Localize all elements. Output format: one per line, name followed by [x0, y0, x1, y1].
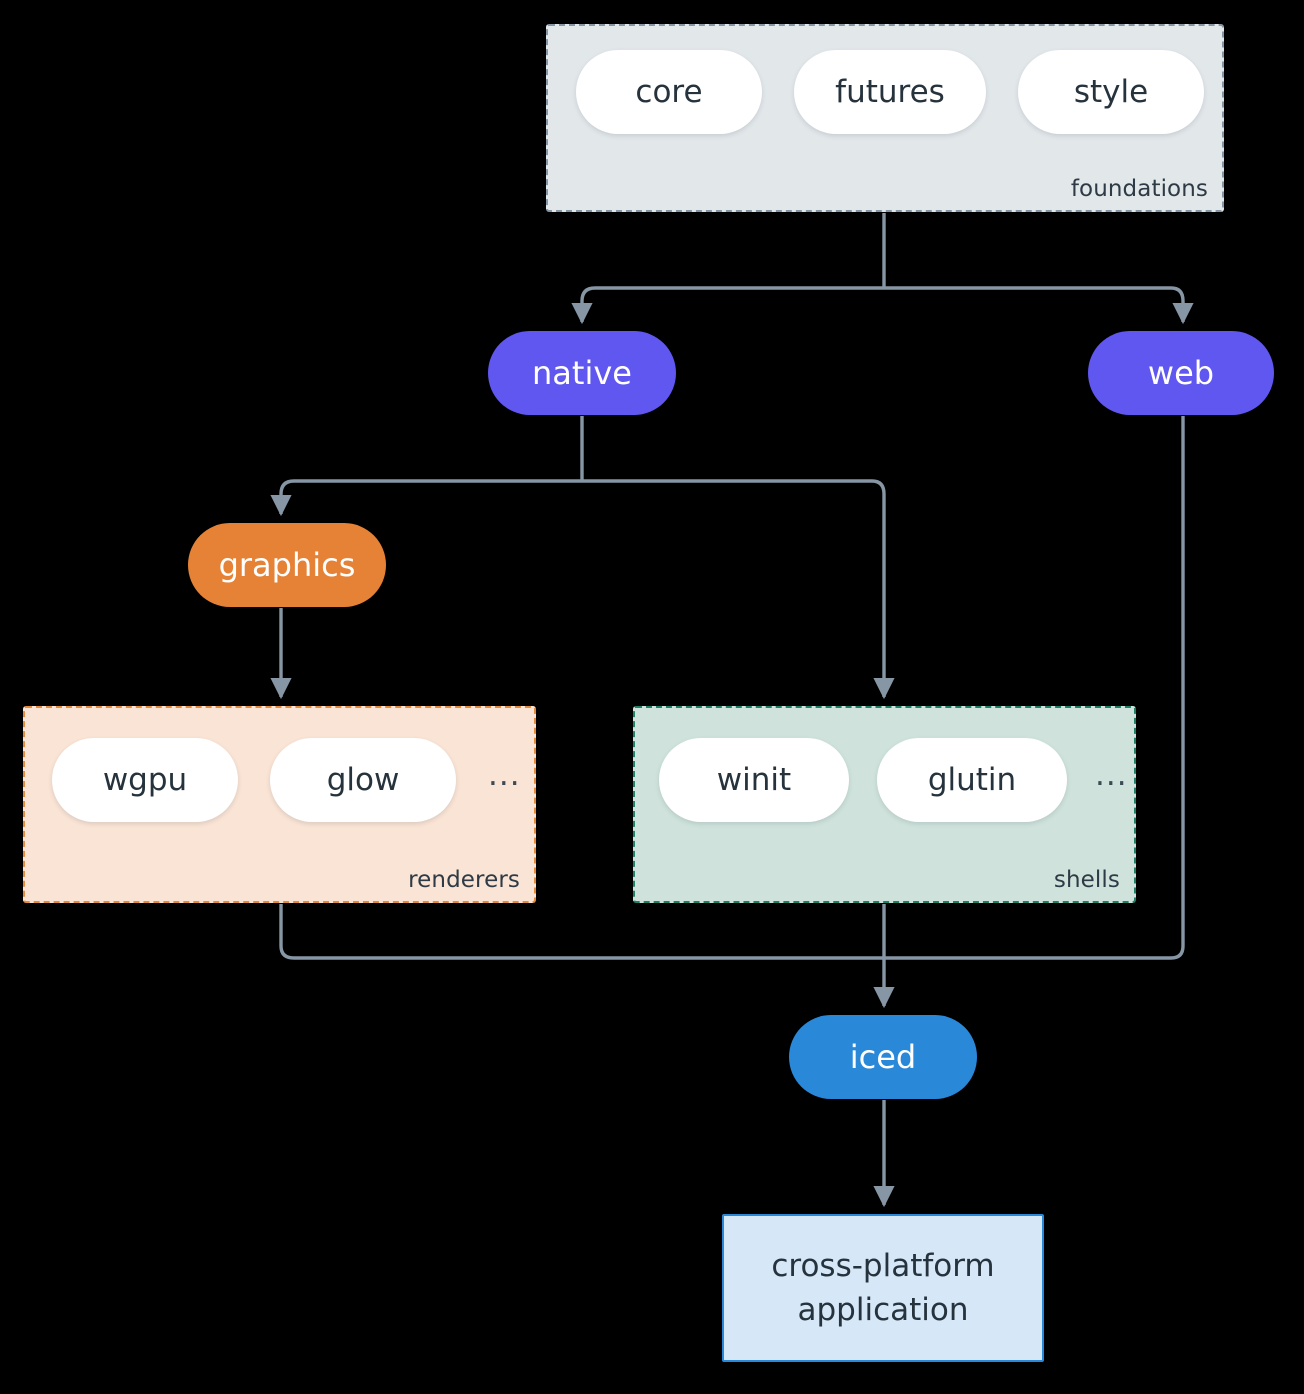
group-item-glutin[interactable]: glutin: [877, 738, 1067, 822]
edge-foundations-to-web: [884, 286, 1194, 325]
node-iced[interactable]: iced: [789, 1015, 977, 1099]
node-label: web: [1147, 354, 1215, 392]
group-ellipsis-renderers: ...: [488, 756, 521, 793]
node-label: graphics: [218, 546, 356, 584]
group-label-shells: shells: [1053, 867, 1120, 893]
group-item-label: glutin: [927, 762, 1017, 798]
node-cross-platform-application[interactable]: cross-platform application: [722, 1214, 1044, 1362]
node-web[interactable]: web: [1088, 331, 1274, 415]
group-item-label: futures: [835, 74, 945, 110]
group-ellipsis-shells: ...: [1095, 756, 1128, 793]
group-label-foundations: foundations: [1070, 176, 1208, 202]
group-item-style[interactable]: style: [1018, 50, 1204, 134]
group-label-renderers: renderers: [408, 867, 520, 893]
group-item-wgpu[interactable]: wgpu: [52, 738, 238, 822]
node-label: iced: [849, 1038, 917, 1076]
group-item-futures[interactable]: futures: [794, 50, 986, 134]
group-foundations[interactable]: core futures style foundations: [546, 24, 1224, 212]
group-item-label: glow: [326, 762, 400, 798]
node-label-line1: cross-platform: [771, 1247, 995, 1284]
group-item-label: wgpu: [102, 762, 188, 798]
group-renderers[interactable]: wgpu glow ... renderers: [23, 706, 536, 903]
group-item-core[interactable]: core: [576, 50, 762, 134]
group-item-label: winit: [716, 762, 792, 798]
edge-native-to-shells: [582, 479, 895, 700]
edge-native-to-graphics: [270, 479, 582, 517]
group-item-winit[interactable]: winit: [659, 738, 849, 822]
group-item-glow[interactable]: glow: [270, 738, 456, 822]
edge-renderers-to-iced: [279, 904, 884, 960]
node-graphics[interactable]: graphics: [188, 523, 386, 607]
node-label: native: [532, 354, 632, 392]
group-item-label: style: [1073, 74, 1149, 110]
node-native[interactable]: native: [488, 331, 676, 415]
group-item-label: core: [635, 74, 703, 110]
node-label-line2: application: [797, 1292, 969, 1328]
edge-foundations-to-native: [571, 286, 884, 325]
group-shells[interactable]: winit glutin ... shells: [633, 706, 1136, 903]
